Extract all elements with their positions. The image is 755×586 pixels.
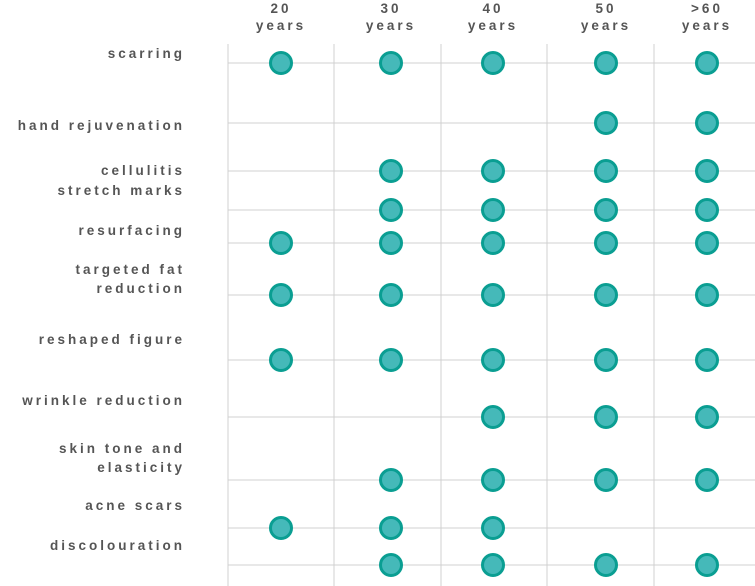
dot-marker <box>269 348 293 372</box>
dot-marker <box>594 159 618 183</box>
dot-marker <box>481 405 505 429</box>
dot-marker <box>594 348 618 372</box>
row-label: discolouration <box>49 538 185 553</box>
row-label: wrinkle reduction <box>22 393 185 408</box>
dot-marker <box>269 231 293 255</box>
dot-marker <box>379 553 403 577</box>
dot-marker <box>695 111 719 135</box>
dot-marker <box>379 51 403 75</box>
dot-marker <box>594 198 618 222</box>
row-label: cellulitis <box>100 163 185 178</box>
dot-marker <box>481 51 505 75</box>
dot-marker <box>481 198 505 222</box>
column-label: 30 years <box>365 1 417 33</box>
dot-marker <box>481 553 505 577</box>
dot-marker <box>481 283 505 307</box>
dot-marker <box>269 516 293 540</box>
dot-marker <box>695 231 719 255</box>
dot-marker <box>594 231 618 255</box>
dot-marker <box>695 405 719 429</box>
dot-marker <box>695 553 719 577</box>
row-label: hand rejuvenation <box>17 118 185 133</box>
dot-marker <box>481 516 505 540</box>
dot-marker <box>594 51 618 75</box>
dot-marker <box>594 553 618 577</box>
dot-marker <box>695 159 719 183</box>
dot-marker <box>481 468 505 492</box>
dot-marker <box>379 348 403 372</box>
dot-marker <box>695 348 719 372</box>
dot-marker <box>481 231 505 255</box>
dot-marker <box>269 283 293 307</box>
dot-marker <box>379 468 403 492</box>
dot-marker <box>481 159 505 183</box>
column-label: 40 years <box>467 1 519 33</box>
dot-marker <box>481 348 505 372</box>
dot-marker <box>695 468 719 492</box>
column-label: 20 years <box>255 1 307 33</box>
dot-marker <box>269 51 293 75</box>
dot-marker <box>594 111 618 135</box>
row-label: stretch marks <box>57 183 185 198</box>
dot-marker <box>695 283 719 307</box>
dot-marker <box>594 405 618 429</box>
dot-marker <box>594 468 618 492</box>
dot-marker <box>379 231 403 255</box>
row-label: skin tone and elasticity <box>58 441 185 475</box>
row-label: scarring <box>107 46 185 61</box>
row-label: acne scars <box>85 498 185 513</box>
dot-marker <box>379 198 403 222</box>
row-label: reshaped figure <box>38 332 185 347</box>
dot-marker <box>379 159 403 183</box>
column-label: >60 years <box>681 1 733 33</box>
row-label: targeted fat reduction <box>75 262 185 296</box>
dot-marker <box>695 198 719 222</box>
dot-marker <box>379 516 403 540</box>
column-label: 50 years <box>580 1 632 33</box>
dot-marker <box>594 283 618 307</box>
dot-marker <box>379 283 403 307</box>
row-label: resurfacing <box>78 223 185 238</box>
dot-marker <box>695 51 719 75</box>
